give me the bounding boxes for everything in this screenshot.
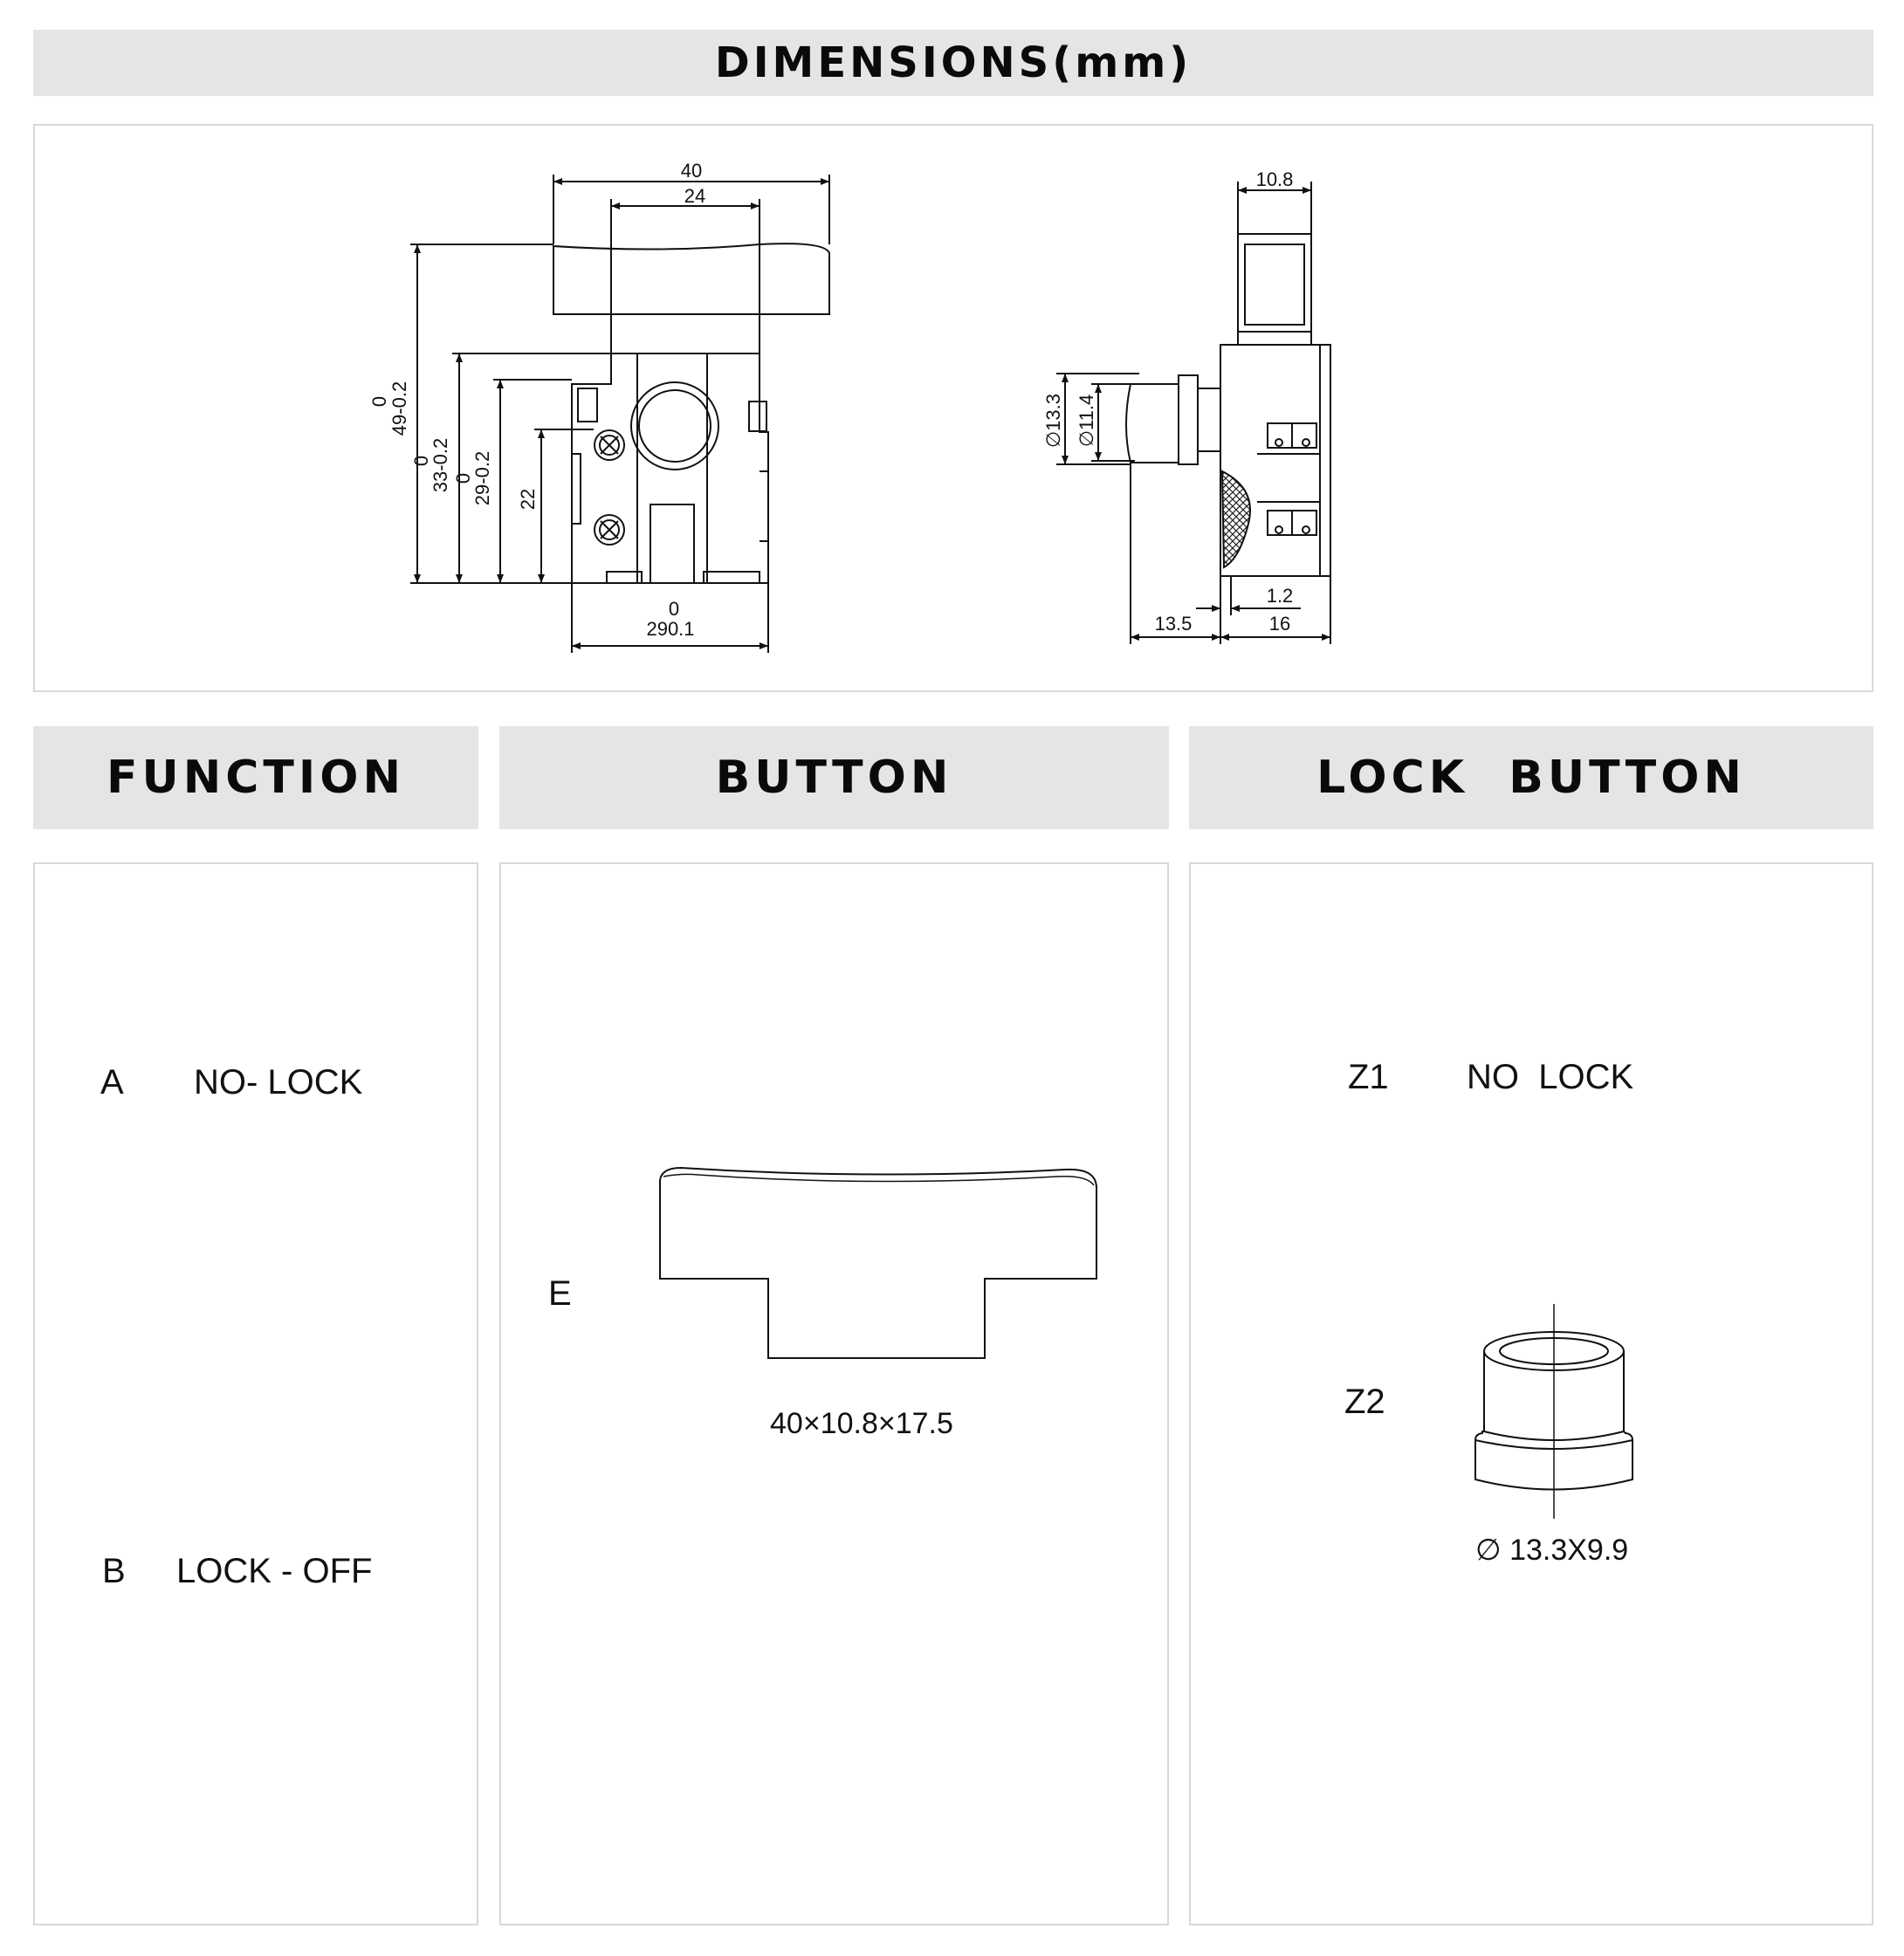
- button-title: BUTTON: [715, 752, 953, 804]
- lock-item-z1-code: Z1: [1348, 1058, 1389, 1096]
- front-view: [410, 175, 830, 653]
- dim-body-height: 33-0.2: [430, 438, 451, 492]
- dim-dia-inner: ∅11.4: [1076, 395, 1097, 447]
- front-view-labels: 40 24 0 49-0.2 0 33-0.2 0 29-0.2 22 0 29…: [368, 160, 705, 640]
- button-title-bar: BUTTON: [499, 726, 1169, 829]
- function-item-a-label: NO- LOCK: [194, 1063, 363, 1102]
- button-e-drawing: [659, 1166, 1097, 1359]
- lock-button-panel: [1189, 862, 1873, 1925]
- dim-body-width-top: 0: [669, 598, 679, 620]
- function-title: FUNCTION: [107, 752, 405, 804]
- dim-lock-length: 13.5: [1155, 613, 1193, 635]
- dim-gap: 1.2: [1267, 585, 1294, 607]
- button-size: 40×10.8×17.5: [770, 1407, 953, 1440]
- function-item-b-label: LOCK - OFF: [176, 1552, 373, 1590]
- screw-lower: [594, 514, 625, 546]
- function-item-a-code: A: [100, 1063, 124, 1102]
- dim-body-depth: 16: [1269, 613, 1290, 635]
- dimension-drawing: 40 24 0 49-0.2 0 33-0.2 0 29-0.2 22 0 29…: [368, 160, 1331, 653]
- lock-button-title-bar: LOCK BUTTON: [1189, 726, 1873, 829]
- dim-22-height: 22: [517, 489, 539, 510]
- dim-29-height: 29-0.2: [471, 451, 493, 505]
- dimensions-drawing-panel: [33, 124, 1873, 692]
- dim-body-width: 290.1: [646, 618, 694, 640]
- side-view: [1056, 182, 1331, 644]
- button-e-top-edge: [663, 1173, 1095, 1186]
- lock-button-size: ∅ 13.3X9.9: [1475, 1534, 1629, 1567]
- function-item-b-code: B: [102, 1552, 126, 1590]
- dim-body-height-top: 0: [410, 456, 432, 466]
- dimensions-title: DIMENSIONS(mm): [714, 38, 1193, 87]
- button-code: E: [548, 1274, 572, 1313]
- dim-total-height-top: 0: [368, 396, 390, 407]
- side-contacts: [1257, 422, 1320, 536]
- button-e-outline: [659, 1166, 1097, 1359]
- dim-dia-outer: ∅13.3: [1042, 394, 1064, 448]
- dim-29-height-top: 0: [452, 473, 474, 484]
- lock-button-title: LOCK BUTTON: [1316, 752, 1746, 804]
- side-view-labels: 10.8 ∅13.3 ∅11.4 1.2 13.5 16: [1042, 168, 1293, 635]
- dim-width-inner: 24: [684, 185, 705, 207]
- dim-total-height: 49-0.2: [388, 381, 410, 436]
- dim-trigger-width: 10.8: [1256, 168, 1294, 190]
- function-panel: [33, 862, 478, 1925]
- screw-upper: [594, 429, 625, 461]
- dim-width-outer: 40: [681, 160, 702, 182]
- lock-item-z1-label: NO LOCK: [1467, 1058, 1634, 1096]
- dimensions-title-bar: DIMENSIONS(mm): [33, 30, 1873, 96]
- lock-button-z2-drawing: [1474, 1304, 1633, 1519]
- button-panel: [499, 862, 1169, 1925]
- lock-item-z2-code: Z2: [1344, 1383, 1385, 1421]
- function-title-bar: FUNCTION: [33, 726, 478, 829]
